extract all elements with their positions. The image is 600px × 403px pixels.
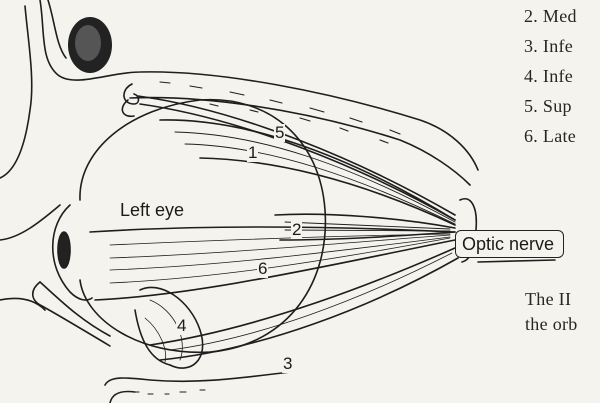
muscle-number-5: 5 <box>274 124 285 142</box>
optic-nerve-label: Optic nerve <box>455 230 564 258</box>
muscle-number-6: 6 <box>257 260 268 278</box>
muscle-number-1: 1 <box>247 144 258 162</box>
legend-item-4: 4. Infe <box>524 67 573 85</box>
legend-item-5: 5. Sup <box>524 97 572 115</box>
muscle-number-4: 4 <box>176 317 187 335</box>
eyeball <box>80 100 325 353</box>
eye-label: Left eye <box>120 200 184 221</box>
legend-item-2: 2. Med <box>524 7 577 25</box>
caption-line-2: the orb <box>525 315 578 333</box>
legend-item-6: 6. Late <box>524 127 576 145</box>
muscle-number-3: 3 <box>282 355 293 373</box>
caption-line-1: The II <box>525 290 571 308</box>
muscle-number-2: 2 <box>291 221 302 239</box>
legend-item-3: 3. Infe <box>524 37 573 55</box>
